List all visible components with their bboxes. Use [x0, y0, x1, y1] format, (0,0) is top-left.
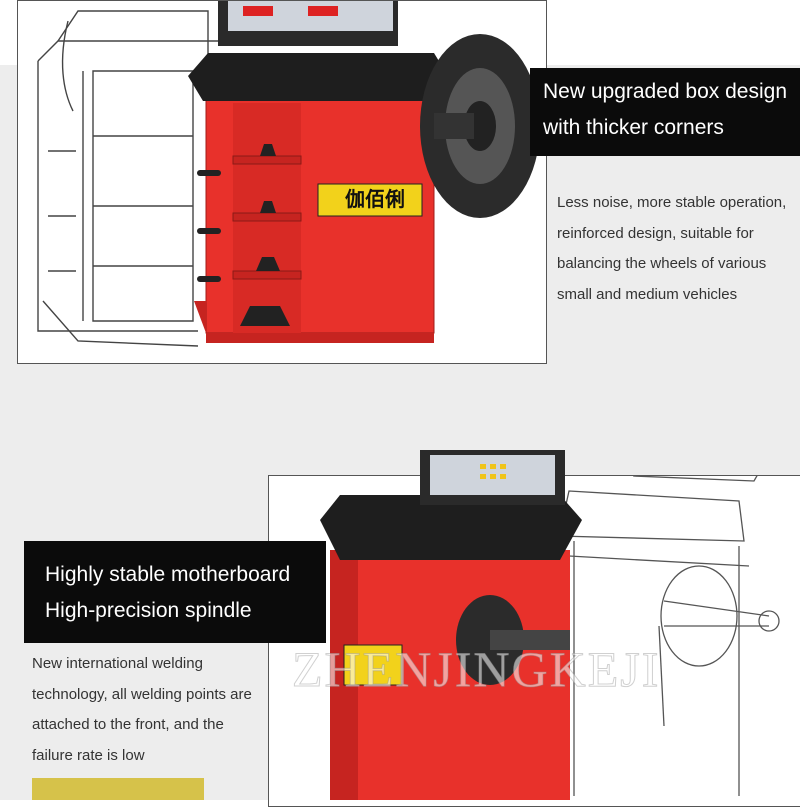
description-line: attached to the front, and the	[32, 716, 224, 733]
caption-line: New upgraded box design	[543, 80, 788, 103]
caption-line: with thicker corners	[543, 116, 724, 139]
caption-line: High-precision spindle	[45, 599, 252, 622]
description-top: Less noise, more stable operation, reinf…	[557, 188, 800, 310]
caption-line: Highly stable motherboard	[45, 563, 291, 586]
balancer-machine-illustration-bottom	[320, 450, 582, 800]
description-line: New international welding	[32, 655, 203, 672]
watermark-text: ZHENJINGKEJI	[291, 641, 661, 698]
balancer-machine-illustration-top	[37, 0, 540, 347]
description-bottom: New international welding technology, al…	[32, 649, 268, 771]
description-line: technology, all welding points are	[32, 685, 252, 703]
caption-box-top: New upgraded box design with thicker cor…	[530, 68, 800, 156]
description-line: Less noise, more stable operation,	[557, 194, 787, 211]
circuit-board-photo	[32, 778, 204, 800]
description-line: failure rate is low	[32, 746, 145, 764]
description-line: reinforced design, suitable for	[557, 224, 754, 242]
caption-box-bottom: Highly stable motherboard High-precision…	[24, 541, 326, 643]
description-line: balancing the wheels of various	[557, 255, 767, 272]
brand-logo-top: 伽佰俐	[345, 187, 405, 211]
description-line: small and medium vehicles	[557, 285, 738, 303]
sketch-frame-top	[17, 0, 547, 364]
